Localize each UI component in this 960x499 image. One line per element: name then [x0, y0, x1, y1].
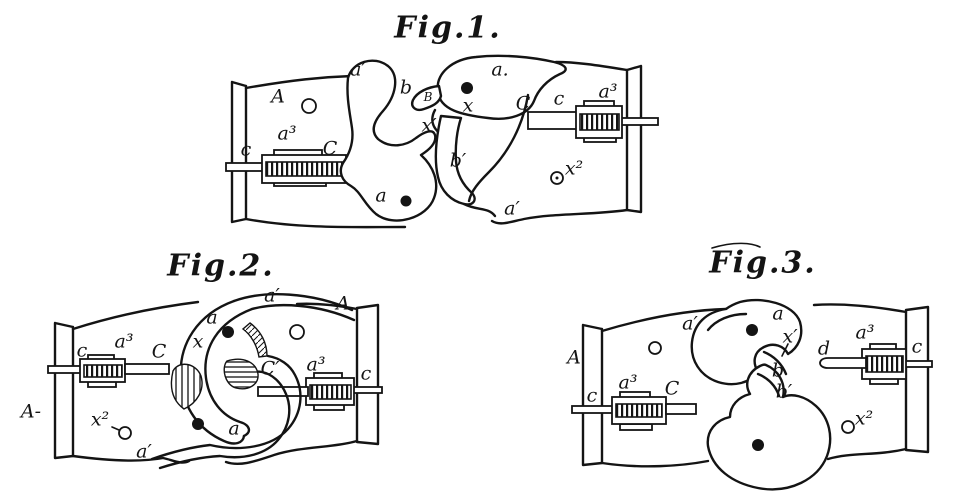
figure-label: a′	[350, 58, 366, 81]
figure-label: A	[567, 346, 581, 369]
figure-label: c	[240, 138, 252, 161]
figure-label: a′	[136, 440, 152, 463]
fig2-title: Fig.2.	[167, 248, 275, 284]
figure-label: a³	[277, 122, 297, 145]
figure-label: b	[399, 76, 413, 99]
figure-label: x	[462, 94, 474, 117]
figure-label: a′	[264, 284, 280, 307]
figure-label: x²	[564, 157, 584, 180]
figure-label: x²	[854, 407, 874, 430]
figure-label: C′	[260, 357, 280, 380]
figure-label: c	[360, 362, 372, 385]
figure-label: x²	[90, 408, 110, 431]
figure-label: a³	[306, 353, 326, 376]
fig3-title: Fig.3.	[709, 245, 817, 281]
fig2-drawing	[47, 293, 383, 470]
figure-label: x′	[421, 114, 437, 137]
figure-label: a′	[504, 197, 520, 220]
fig3-drawing	[571, 242, 933, 491]
figure-label: C	[515, 92, 531, 115]
figure-label: a³	[855, 321, 875, 344]
figure-label: x′	[782, 325, 798, 348]
figure-label: a	[772, 302, 784, 325]
figure-label: C	[664, 377, 680, 400]
figure-label: A	[336, 292, 350, 315]
figure-label: b′	[449, 149, 467, 172]
figure-label: b′	[775, 380, 793, 403]
figure-label: b	[771, 359, 785, 382]
fig1-drawing	[225, 54, 659, 229]
figure-label: C	[151, 340, 167, 363]
figure-label: a	[228, 417, 240, 440]
figure-label: c	[586, 384, 598, 407]
figure-label: C	[322, 137, 338, 160]
figure-label: a³	[114, 330, 134, 353]
figure-label: A	[271, 85, 285, 108]
figure-label: a′	[682, 312, 698, 335]
figure-label: c	[553, 87, 565, 110]
figure-label: A-	[20, 400, 42, 423]
figure-label: x	[192, 330, 204, 353]
figure-label: a³	[618, 371, 638, 394]
fig1-title: Fig.1.	[394, 10, 502, 46]
figure-label: c	[76, 339, 88, 362]
figure-label: d	[817, 337, 831, 360]
figure-label: B	[423, 90, 433, 104]
figure-label: a.	[491, 58, 509, 81]
figure-label: a	[375, 184, 387, 207]
figure-label: a	[206, 306, 218, 329]
figure-label: c	[911, 335, 923, 358]
figure-label: a³	[598, 80, 618, 103]
